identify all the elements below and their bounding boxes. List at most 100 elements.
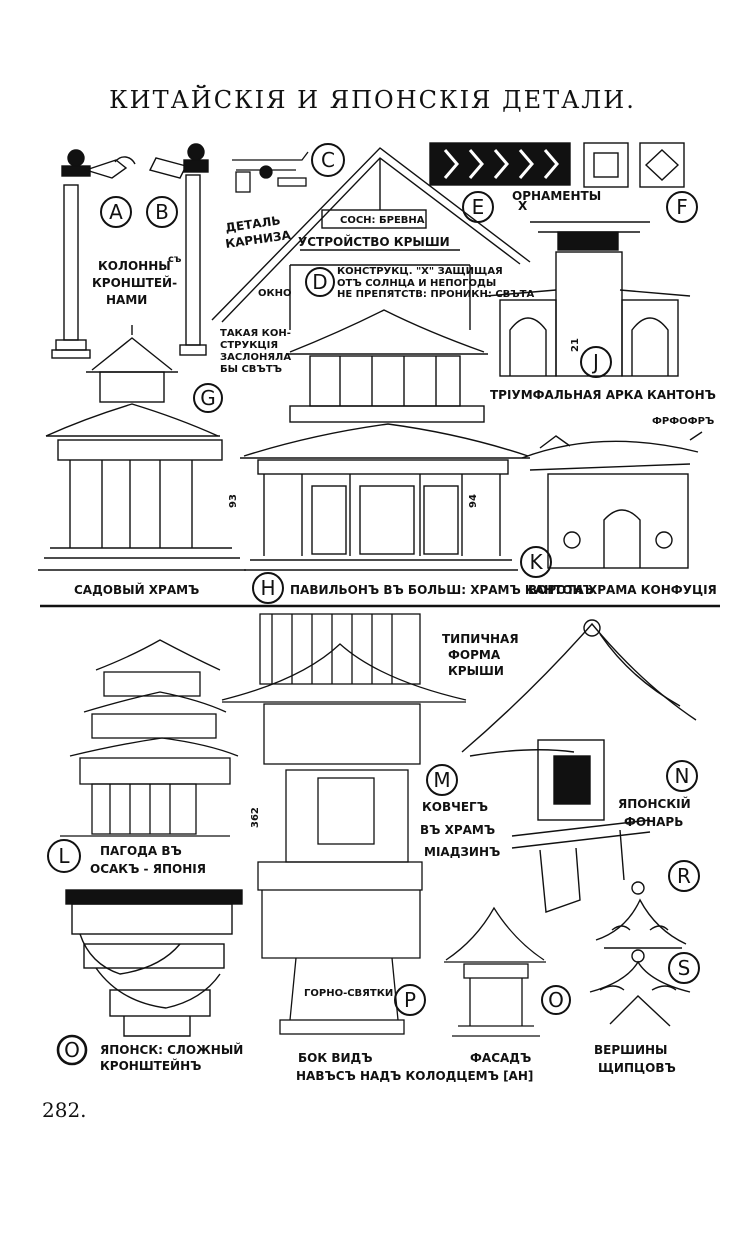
svg-text:ВЕРШИНЫ: ВЕРШИНЫ bbox=[594, 1043, 667, 1057]
bracket-caption: ЯПОНСК: СЛОЖНЫЙ КРОНШТЕЙНЪ bbox=[100, 1042, 243, 1073]
ornament-band bbox=[429, 142, 685, 188]
triumphal-arch-drawing bbox=[485, 221, 691, 377]
columns-drawing bbox=[51, 143, 209, 359]
ornaments-label: ОРНАМЕНТЫ bbox=[512, 189, 601, 203]
garden-temple-caption: САДОВЫЙ ХРАМЪ bbox=[74, 582, 199, 597]
svg-text:ВЪ ХРАМЪ: ВЪ ХРАМЪ bbox=[420, 823, 495, 837]
svg-text:O: O bbox=[548, 988, 564, 1012]
svg-text:ЯПОНСКІЙ: ЯПОНСКІЙ bbox=[618, 796, 691, 811]
dim-21: 21 bbox=[570, 338, 581, 352]
facade-caption: ФАСАДЪ bbox=[470, 1051, 531, 1065]
svg-text:N: N bbox=[675, 764, 690, 788]
columns-caption: КОЛОННЫ съ КРОНШТЕЙ- НАМИ bbox=[92, 254, 182, 307]
gables-caption: ВЕРШИНЫ ЩИПЦОВЪ bbox=[594, 1043, 676, 1075]
letter-a-marker: A bbox=[100, 196, 132, 228]
ark-caption: КОВЧЕГЪ ВЪ ХРАМЪ МІАДЗИНЪ bbox=[420, 800, 500, 859]
svg-text:K: K bbox=[529, 550, 543, 574]
gate-caption: ВОРОТА ХРАМА КОНФУЦІЯ bbox=[528, 583, 717, 597]
pagoda-caption: ПАГОДА ВЪ ОСАКЪ - ЯПОНІЯ bbox=[90, 844, 206, 876]
complex-bracket-drawing bbox=[65, 889, 243, 1037]
svg-text:H: H bbox=[260, 576, 275, 600]
letter-c-marker: C bbox=[311, 143, 345, 177]
svg-text:КРОНШТЕЙНЪ: КРОНШТЕЙНЪ bbox=[100, 1058, 201, 1073]
svg-text:J: J bbox=[591, 350, 599, 374]
svg-text:ОТЪ СОЛНЦА И НЕПОГОДЫ: ОТЪ СОЛНЦА И НЕПОГОДЫ bbox=[337, 278, 496, 289]
svg-text:КОВЧЕГЪ: КОВЧЕГЪ bbox=[422, 800, 488, 814]
svg-text:БЫ СВЪТЪ: БЫ СВЪТЪ bbox=[220, 364, 282, 375]
window-label: ОКНО bbox=[258, 288, 292, 299]
side-view-caption: БОК ВИДЪ bbox=[298, 1051, 372, 1065]
lantern-caption: ЯПОНСКІЙ ФОНАРЬ bbox=[618, 796, 691, 829]
canopy-facade-drawing bbox=[444, 906, 546, 1037]
page-title: КИТАЙСКІЯ И ЯПОНСКІЯ ДЕТАЛИ. bbox=[109, 86, 636, 114]
garden-temple-drawing bbox=[38, 325, 246, 571]
svg-text:СТРУКЦІЯ: СТРУКЦІЯ bbox=[220, 340, 278, 351]
svg-text:S: S bbox=[678, 956, 691, 980]
arch-caption: ТРІУМФАЛЬНАЯ АРКА КАНТОНЪ bbox=[490, 388, 716, 402]
svg-text:НАМИ: НАМИ bbox=[106, 293, 147, 307]
letter-k-marker: K bbox=[520, 546, 552, 578]
letter-m-marker: M bbox=[426, 764, 458, 796]
svg-text:МІАДЗИНЪ: МІАДЗИНЪ bbox=[424, 845, 500, 859]
mount-label: ГОРНО-СВЯТКИ bbox=[304, 988, 393, 999]
letter-b-marker: B bbox=[146, 196, 178, 228]
svg-text:E: E bbox=[472, 195, 485, 219]
canopy-caption: НАВЪСЪ НАДЪ КОЛОДЦЕМЪ [АН] bbox=[296, 1069, 533, 1083]
svg-text:M: M bbox=[433, 768, 450, 792]
letter-f-marker: F bbox=[666, 191, 698, 223]
letter-e-marker: E bbox=[462, 191, 494, 223]
letter-p-marker: P bbox=[394, 984, 426, 1016]
svg-text:КРЫШИ: КРЫШИ bbox=[448, 664, 504, 678]
svg-text:ЯПОНСК: СЛОЖНЫЙ: ЯПОНСК: СЛОЖНЫЙ bbox=[100, 1042, 243, 1057]
svg-text:C: C bbox=[321, 148, 335, 172]
svg-text:O: O bbox=[64, 1038, 80, 1062]
svg-text:съ: съ bbox=[168, 254, 182, 265]
letter-s-marker: S bbox=[668, 952, 700, 984]
svg-text:B: B bbox=[155, 200, 169, 224]
construction-caption: КОНСТРУКЦ. "Х" ЗАЩИЩАЯ ОТЪ СОЛНЦА И НЕПО… bbox=[337, 266, 535, 300]
letter-n-marker: N bbox=[666, 760, 698, 792]
roof-structure-drawing bbox=[211, 147, 531, 330]
letter-j-marker: J bbox=[580, 346, 612, 378]
letter-g-marker: G bbox=[193, 383, 223, 413]
lantern-drawing bbox=[461, 619, 697, 913]
svg-text:ПАГОДА ВЪ: ПАГОДА ВЪ bbox=[100, 844, 182, 858]
svg-text:G: G bbox=[200, 386, 216, 410]
svg-text:ЩИПЦОВЪ: ЩИПЦОВЪ bbox=[598, 1061, 676, 1075]
letter-l-marker: L bbox=[47, 839, 81, 873]
page-number: 282. bbox=[42, 1098, 87, 1122]
dim-362: 362 bbox=[250, 807, 261, 828]
pavilion-caption: ПАВИЛЬОНЪ ВЪ БОЛЬШ: ХРАМЪ КАНТОНЪ bbox=[290, 583, 594, 597]
letter-o-bracket-marker: O bbox=[56, 1034, 88, 1066]
such-construction-caption: ТАКАЯ КОН- СТРУКЦІЯ ЗАСЛОНЯЛА БЫ СВЪТЪ bbox=[220, 328, 291, 375]
svg-text:L: L bbox=[58, 844, 70, 868]
pagoda-drawing bbox=[60, 639, 239, 837]
cornice-drawing bbox=[232, 151, 309, 193]
svg-text:F: F bbox=[676, 195, 688, 219]
svg-text:A: A bbox=[109, 200, 123, 224]
dim-94: 94 bbox=[468, 494, 479, 508]
gable-r-drawing bbox=[595, 881, 687, 949]
svg-text:КОНСТРУКЦ. "Х" ЗАЩИЩАЯ: КОНСТРУКЦ. "Х" ЗАЩИЩАЯ bbox=[337, 266, 503, 277]
svg-text:КОЛОННЫ: КОЛОННЫ bbox=[98, 259, 171, 273]
typical-roof-caption: ТИПИЧНАЯ ФОРМА КРЫШИ bbox=[442, 632, 519, 678]
svg-text:ТАКАЯ КОН-: ТАКАЯ КОН- bbox=[220, 328, 291, 339]
letter-h-marker: H bbox=[252, 572, 284, 604]
fraofr-label: ФРФОФРЪ bbox=[652, 416, 714, 427]
cornice-caption: ДЕТАЛЬ КАРНИЗА bbox=[224, 213, 292, 251]
svg-text:ОСАКЪ - ЯПОНІЯ: ОСАКЪ - ЯПОНІЯ bbox=[90, 862, 206, 876]
svg-text:D: D bbox=[312, 270, 327, 294]
letter-r-marker: R bbox=[668, 860, 700, 892]
letter-o-canopy-marker: O bbox=[541, 985, 571, 1015]
svg-text:ФОНАРЬ: ФОНАРЬ bbox=[624, 815, 683, 829]
svg-text:КРОНШТЕЙ-: КРОНШТЕЙ- bbox=[92, 275, 177, 290]
pavilion-drawing bbox=[240, 309, 530, 571]
x-mark: Х bbox=[518, 199, 528, 213]
svg-text:P: P bbox=[404, 988, 416, 1012]
svg-text:R: R bbox=[677, 864, 691, 888]
gable-s-drawing bbox=[589, 949, 691, 1027]
ark-drawing bbox=[221, 613, 467, 1035]
svg-text:НЕ ПРЕПЯТСТВ: ПРОНИКН: СВЪТА: НЕ ПРЕПЯТСТВ: ПРОНИКН: СВЪТА bbox=[337, 289, 535, 300]
